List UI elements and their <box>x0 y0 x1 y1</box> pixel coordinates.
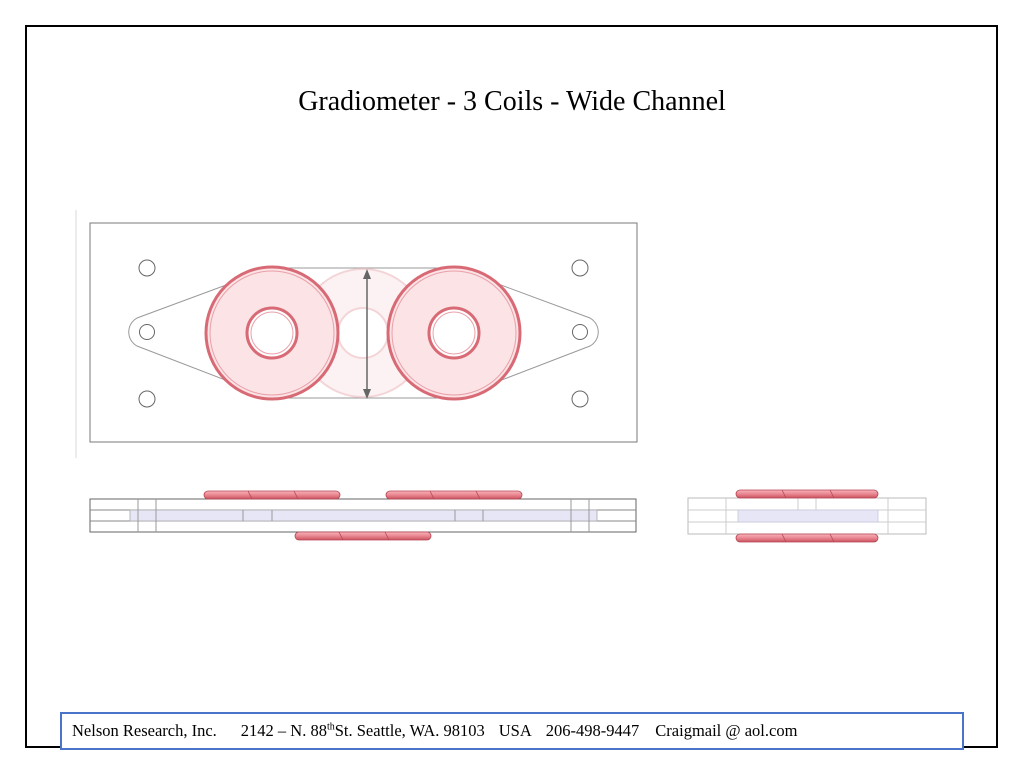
footer-contact-box: Nelson Research, Inc. 2142 – N. 88th St.… <box>60 712 964 750</box>
footer-address: 2142 – N. 88th St. Seattle, WA. 98103 <box>241 721 485 741</box>
side-view <box>80 470 644 552</box>
mounting-hole <box>138 390 156 408</box>
side-coil-top-left <box>203 490 341 500</box>
footer-address-post: St. Seattle, WA. 98103 <box>334 721 485 740</box>
left-coil <box>204 265 340 401</box>
footer-country: USA <box>498 721 532 740</box>
end-coil-top <box>735 489 879 499</box>
mounting-hole <box>138 259 156 277</box>
right-coil <box>386 265 522 401</box>
side-coil-top-right <box>385 490 523 500</box>
dimension-arrow <box>363 269 371 399</box>
end-view-channel <box>737 509 879 523</box>
slide-frame <box>25 25 998 748</box>
footer-address-pre: 2142 – N. 88 <box>240 721 327 740</box>
side-coil-bottom <box>294 531 432 541</box>
top-view <box>75 210 638 458</box>
mounting-hole <box>571 259 589 277</box>
slide-title: Gradiometer - 3 Coils - Wide Channel <box>298 86 726 117</box>
end-view <box>687 489 927 543</box>
wide-channel <box>129 509 598 522</box>
end-coil-bottom <box>735 533 879 543</box>
footer-phone: 206-498-9447 <box>545 721 640 740</box>
outline-hole-right <box>572 324 588 340</box>
outline-hole-left <box>139 324 155 340</box>
mounting-hole <box>571 390 589 408</box>
footer-address-sup: th <box>326 721 335 733</box>
footer-company: Nelson Research, Inc. <box>72 721 217 740</box>
footer-email: Craigmail @ aol.com <box>655 721 798 740</box>
